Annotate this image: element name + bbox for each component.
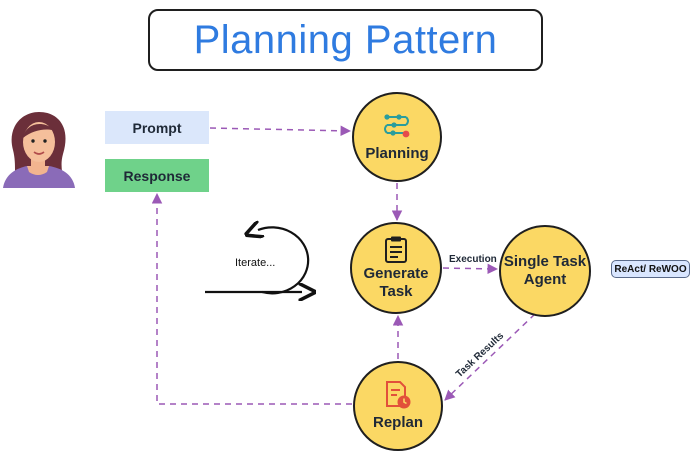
prompt-label: Prompt [132, 119, 182, 136]
agent-label-line1: Single Task [503, 253, 587, 270]
generate-task-label-line1: Generate [363, 265, 429, 282]
planning-node: Planning [352, 92, 442, 182]
arrow-prompt-to-planning [209, 125, 352, 137]
diagram-title-box: Planning Pattern [148, 9, 543, 71]
arrow-replan-to-response [151, 192, 352, 405]
prompt-box: Prompt [105, 111, 209, 144]
diagram-title: Planning Pattern [193, 17, 498, 62]
react-rewoo-badge: ReAct/ ReWOO [611, 260, 690, 278]
planning-label: Planning [365, 145, 429, 162]
react-rewoo-label: ReAct/ ReWOO [614, 263, 687, 275]
iterate-label: Iterate... [235, 257, 276, 269]
generate-task-label-line2: Task [379, 283, 413, 300]
arrow-generate-to-agent [442, 263, 499, 275]
woman-avatar-icon [3, 112, 75, 188]
arrow-agent-to-replan [444, 313, 536, 401]
single-task-agent-node: Single Task Agent [499, 225, 591, 317]
execution-label: Execution [449, 254, 497, 265]
replan-label: Replan [372, 414, 423, 431]
response-label: Response [123, 167, 191, 184]
response-box: Response [105, 159, 209, 192]
iterate-loop-icon [205, 227, 308, 293]
clipboard-list-icon [385, 236, 407, 263]
workflow-icon [384, 114, 410, 138]
agent-label-line2: Agent [523, 271, 567, 288]
document-clock-icon [386, 381, 411, 409]
generate-task-node: Generate Task [350, 222, 442, 314]
replan-node: Replan [353, 361, 443, 451]
